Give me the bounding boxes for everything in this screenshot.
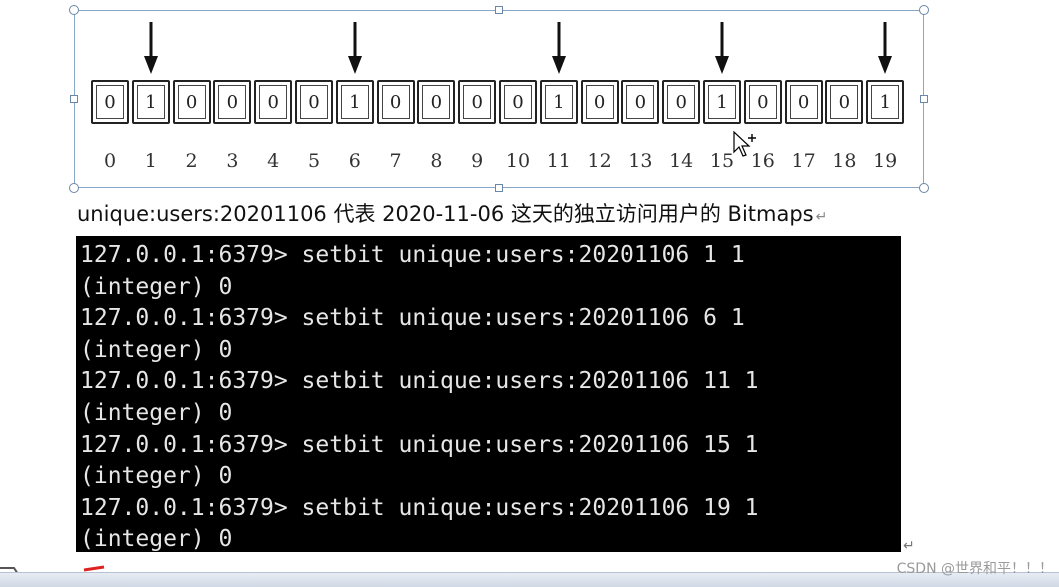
bit-value: 0: [218, 85, 247, 119]
bit-value: 0: [830, 85, 859, 119]
bit-value: 1: [340, 85, 369, 119]
bit-index-label: 8: [430, 150, 443, 172]
bit-index-label: 7: [389, 150, 402, 172]
bit-cell: 0: [254, 80, 293, 124]
resize-handle-top-left[interactable]: [69, 5, 79, 15]
bit-cell: 0: [295, 80, 333, 124]
resize-handle-top-right[interactable]: [919, 5, 929, 15]
terminal-line: (integer) 0: [80, 336, 233, 363]
terminal-line: 127.0.0.1:6379> setbit unique:users:2020…: [80, 242, 745, 268]
bit-cell: 1: [703, 80, 741, 124]
bit-index-label: 16: [750, 150, 775, 172]
caption-text: unique:users:20201106 代表 2020-11-06 这天的独…: [77, 202, 814, 226]
resize-handle-bottom-right[interactable]: [919, 183, 929, 193]
bit-index-label: 11: [546, 150, 571, 172]
bit-index-label: 19: [873, 150, 898, 172]
bit-cell: 0: [743, 80, 782, 124]
bit-cell: 0: [417, 80, 456, 124]
down-arrow-icon: [551, 22, 566, 74]
bit-index-label: 12: [587, 150, 612, 172]
bit-index-label: 0: [103, 150, 117, 172]
bit-cell: 0: [213, 80, 252, 124]
bit-value: 0: [667, 85, 696, 119]
bit-cell: 0: [621, 80, 660, 124]
bit-index-label: 1: [144, 150, 157, 172]
resize-handle-bottom-left[interactable]: [69, 183, 79, 193]
bit-cell: 0: [825, 80, 864, 124]
bit-value: 0: [789, 85, 818, 119]
resize-handle-middle-left[interactable]: [70, 95, 78, 103]
bit-value: 0: [96, 85, 124, 119]
bit-cell: 1: [131, 80, 170, 124]
bit-index-label: 4: [267, 150, 280, 172]
paragraph-mark-icon: ↵: [903, 538, 915, 554]
bit-value: 1: [544, 85, 573, 119]
bit-index-label: 6: [348, 150, 361, 172]
resize-handle-top-middle[interactable]: [495, 6, 503, 14]
down-arrow-icon: [347, 22, 362, 74]
bit-index-label: 3: [226, 150, 239, 172]
bit-cell: 0: [784, 80, 823, 124]
bit-cell: 1: [866, 80, 905, 124]
bit-index-label: 2: [185, 150, 198, 172]
bit-index-label: 18: [832, 150, 857, 172]
bit-value: 1: [708, 85, 736, 119]
window-bottom-bar: [0, 572, 1059, 587]
bit-index-label: 10: [505, 150, 531, 172]
terminal-line: 127.0.0.1:6379> setbit unique:users:2020…: [80, 368, 759, 395]
resize-handle-bottom-middle[interactable]: [495, 184, 503, 192]
bit-value: 0: [381, 85, 410, 119]
down-arrow-icon: [878, 22, 893, 74]
bit-index-label: 5: [307, 150, 321, 172]
terminal-line: (integer) 0: [80, 273, 233, 300]
bit-value: 1: [136, 85, 165, 119]
bit-value: 0: [585, 85, 614, 119]
bit-cell: 0: [580, 80, 619, 124]
bit-cell: 0: [91, 80, 129, 124]
paragraph-mark-icon: ↵: [815, 209, 828, 225]
terminal-line: (integer) 0: [80, 399, 233, 426]
bit-cell: 0: [499, 80, 537, 124]
bit-value: 0: [504, 85, 532, 119]
bit-value: 0: [626, 85, 655, 119]
bit-value: 0: [748, 85, 777, 119]
terminal-line: (integer) 0: [80, 526, 233, 552]
bit-value: 0: [300, 85, 328, 119]
bit-index-label: 15: [709, 150, 735, 172]
bit-index-label: 17: [791, 150, 816, 172]
bit-cell: 0: [376, 80, 415, 124]
bit-value: 1: [871, 85, 900, 119]
csdn-watermark: CSDN @世界和平！！！: [896, 561, 1053, 577]
bit-cell: 0: [662, 80, 701, 124]
bit-cell: 1: [539, 80, 578, 124]
down-arrow-icon: [715, 22, 729, 74]
resize-handle-middle-right[interactable]: [920, 95, 928, 103]
bit-value: 0: [463, 85, 492, 119]
bit-index-label: 14: [669, 150, 694, 172]
bit-value: 0: [422, 85, 451, 119]
bit-cell: 0: [458, 80, 497, 124]
bit-cell: 0: [172, 80, 211, 124]
bitmap-caption: unique:users:20201106 代表 2020-11-06 这天的独…: [77, 198, 827, 228]
down-arrow-icon: [143, 22, 158, 74]
red-underline-mark: [82, 564, 106, 572]
terminal-line: 127.0.0.1:6379> setbit unique:users:2020…: [80, 305, 745, 332]
terminal-line: (integer) 0: [80, 463, 233, 490]
bit-value: 0: [177, 85, 206, 119]
bit-index-label: 13: [628, 150, 653, 172]
bit-value: 0: [259, 85, 288, 119]
bit-index-label: 9: [471, 150, 484, 172]
move-cursor-icon: [733, 130, 756, 157]
bit-cell: 1: [335, 80, 374, 124]
redis-terminal: 127.0.0.1:6379> setbit unique:users:2020…: [76, 236, 901, 552]
terminal-line: 127.0.0.1:6379> setbit unique:users:2020…: [80, 431, 759, 458]
terminal-line: 127.0.0.1:6379> setbit unique:users:2020…: [80, 494, 759, 521]
